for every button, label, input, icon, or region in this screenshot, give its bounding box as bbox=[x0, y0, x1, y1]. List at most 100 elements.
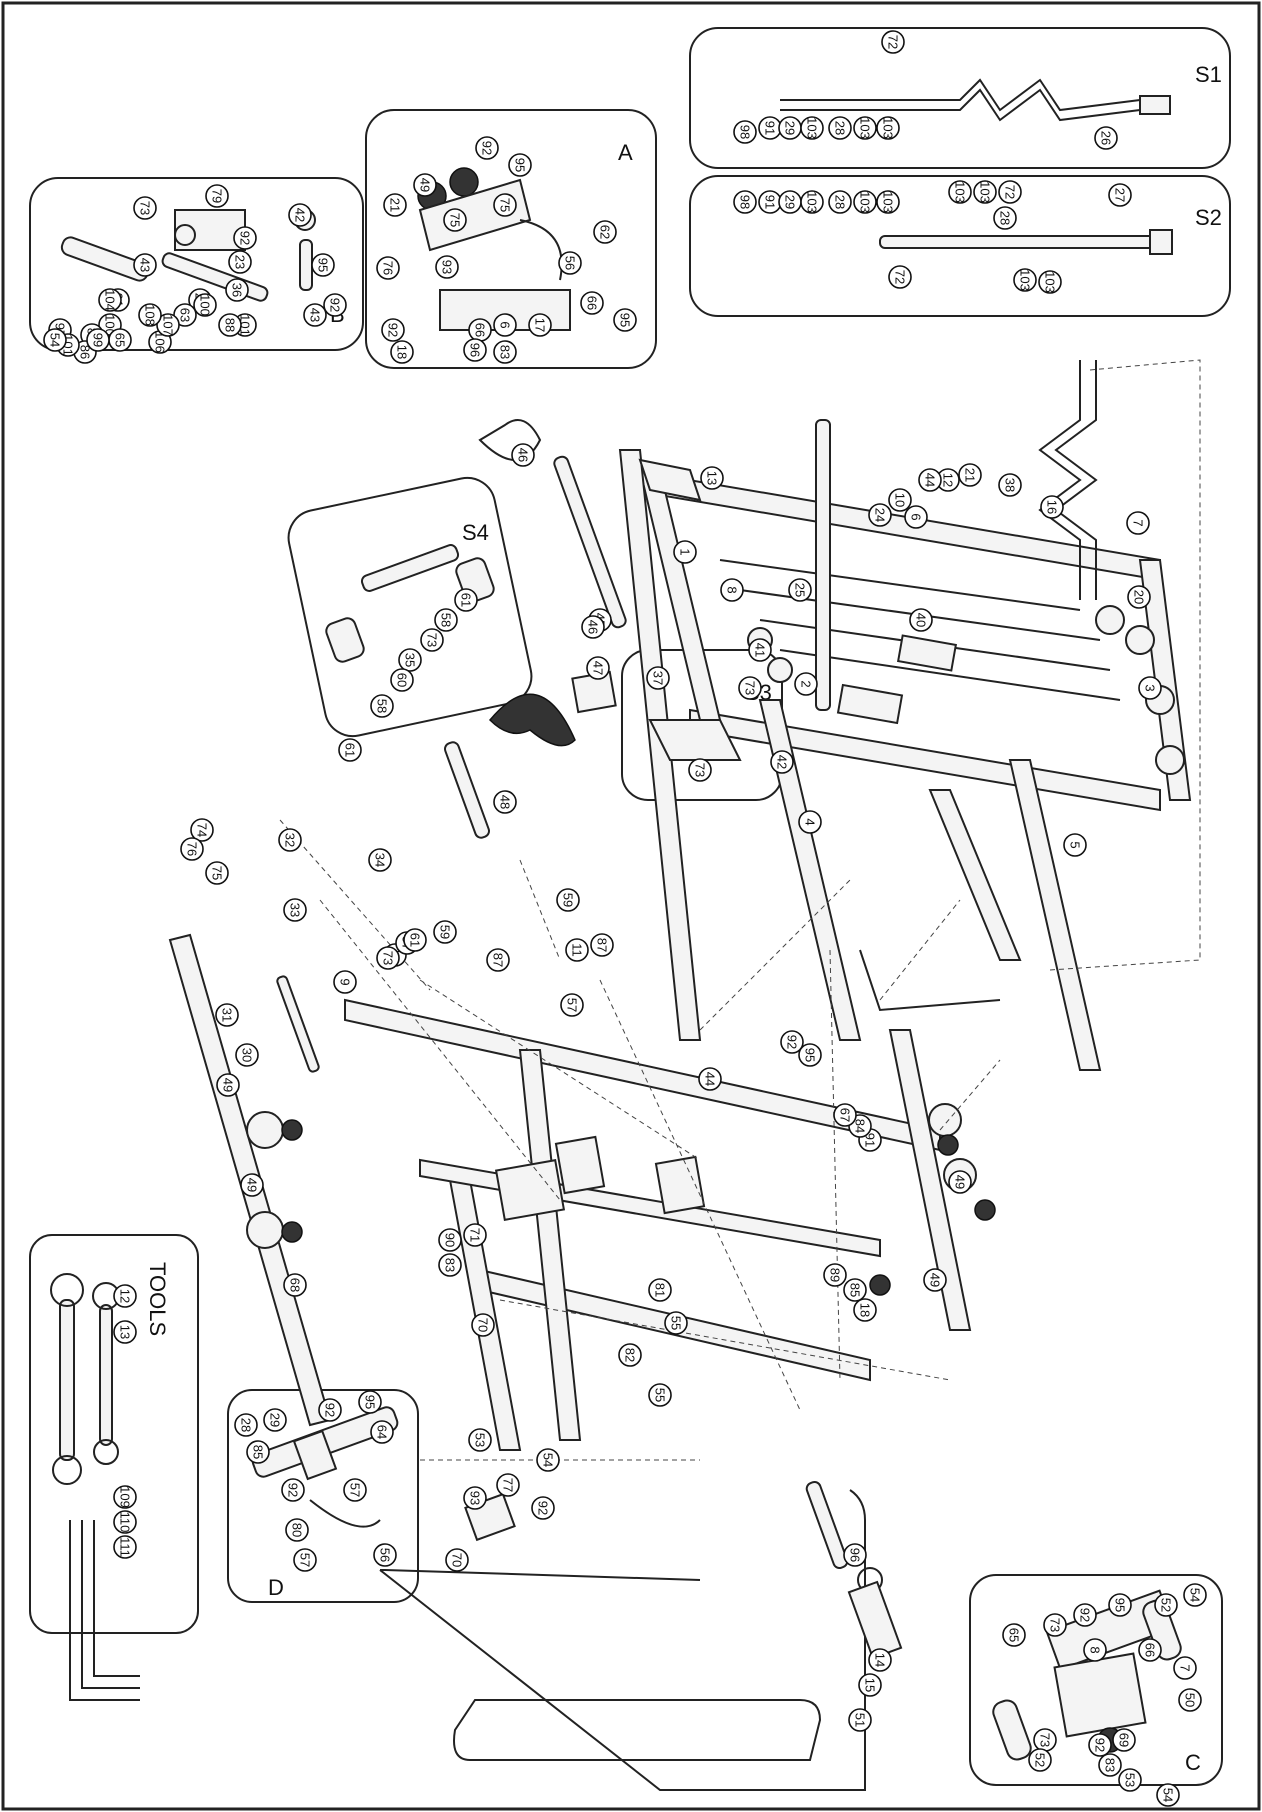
callout-c-54: 54 bbox=[1156, 1783, 1180, 1807]
callout-c-69: 69 bbox=[1112, 1728, 1136, 1752]
tools-hex-keys bbox=[69, 1520, 140, 1701]
svg-text:13: 13 bbox=[118, 1325, 133, 1339]
svg-text:82: 82 bbox=[623, 1348, 638, 1362]
svg-text:8: 8 bbox=[725, 586, 740, 593]
callout-s1-26: 26 bbox=[1094, 126, 1118, 150]
svg-text:49: 49 bbox=[418, 178, 433, 192]
callout-d-28: 28 bbox=[234, 1413, 258, 1437]
svg-text:76: 76 bbox=[381, 261, 396, 275]
callout-main-31: 31 bbox=[215, 1003, 239, 1027]
svg-text:93: 93 bbox=[468, 1491, 483, 1505]
callout-main-74: 74 bbox=[190, 818, 214, 842]
svg-text:108: 108 bbox=[143, 304, 158, 326]
callout-b-65: 65 bbox=[108, 328, 132, 352]
callout-a-75: 75 bbox=[493, 193, 517, 217]
callout-s2-72: 72 bbox=[998, 180, 1022, 204]
svg-text:58: 58 bbox=[375, 699, 390, 713]
svg-text:90: 90 bbox=[443, 1233, 458, 1247]
svg-text:66: 66 bbox=[473, 323, 488, 337]
svg-text:67: 67 bbox=[838, 1108, 853, 1122]
callout-main-30: 30 bbox=[235, 1043, 259, 1067]
svg-text:49: 49 bbox=[928, 1273, 943, 1287]
svg-text:103: 103 bbox=[805, 191, 820, 213]
svg-text:103: 103 bbox=[858, 191, 873, 213]
svg-text:28: 28 bbox=[833, 195, 848, 209]
callout-main-89: 89 bbox=[823, 1263, 847, 1287]
callout-s2-103: 103 bbox=[853, 190, 877, 214]
callout-main-40: 40 bbox=[909, 608, 933, 632]
svg-text:95: 95 bbox=[513, 158, 528, 172]
panel-detail-s4 bbox=[287, 476, 533, 738]
tools-wrenches bbox=[50, 1273, 120, 1485]
svg-text:92: 92 bbox=[386, 323, 401, 337]
callout-main-70: 70 bbox=[445, 1548, 469, 1572]
svg-text:44: 44 bbox=[923, 473, 938, 487]
svg-text:65: 65 bbox=[1007, 1628, 1022, 1642]
callout-tools-111: 111 bbox=[113, 1535, 137, 1559]
callout-b-107: 107 bbox=[156, 313, 180, 337]
svg-text:49: 49 bbox=[245, 1178, 260, 1192]
callout-main-77: 77 bbox=[496, 1473, 520, 1497]
svg-text:73: 73 bbox=[743, 681, 758, 695]
callout-main-11: 11 bbox=[565, 938, 589, 962]
callout-main-38: 38 bbox=[998, 473, 1022, 497]
callout-a-49: 49 bbox=[413, 173, 437, 197]
svg-text:35: 35 bbox=[403, 653, 418, 667]
callout-a-62: 62 bbox=[593, 220, 617, 244]
callout-main-49: 49 bbox=[923, 1268, 947, 1292]
callout-main-59: 59 bbox=[556, 888, 580, 912]
svg-text:95: 95 bbox=[316, 258, 331, 272]
svg-text:30: 30 bbox=[240, 1048, 255, 1062]
callout-main-13: 13 bbox=[700, 466, 724, 490]
callout-d-57: 57 bbox=[293, 1548, 317, 1572]
callout-main-8: 8 bbox=[720, 578, 744, 602]
callout-main-82: 82 bbox=[618, 1343, 642, 1367]
callout-main-81: 81 bbox=[648, 1278, 672, 1302]
detail-d-title: D bbox=[268, 1575, 284, 1600]
svg-text:14: 14 bbox=[873, 1653, 888, 1667]
svg-text:36: 36 bbox=[230, 283, 245, 297]
svg-text:81: 81 bbox=[653, 1283, 668, 1297]
svg-text:83: 83 bbox=[443, 1258, 458, 1272]
svg-text:89: 89 bbox=[828, 1268, 843, 1282]
callout-a-17: 17 bbox=[528, 313, 552, 337]
callout-tools-109: 109 bbox=[113, 1485, 137, 1509]
svg-text:34: 34 bbox=[373, 853, 388, 867]
svg-text:62: 62 bbox=[598, 225, 613, 239]
svg-text:61: 61 bbox=[459, 593, 474, 607]
svg-text:91: 91 bbox=[763, 195, 778, 209]
callout-main-95: 95 bbox=[798, 1043, 822, 1067]
svg-text:96: 96 bbox=[848, 1548, 863, 1562]
svg-text:95: 95 bbox=[363, 1395, 378, 1409]
svg-text:73: 73 bbox=[1038, 1733, 1053, 1747]
callout-s2-27: 27 bbox=[1108, 183, 1132, 207]
svg-text:37: 37 bbox=[651, 671, 666, 685]
svg-text:100: 100 bbox=[198, 294, 213, 316]
svg-text:86: 86 bbox=[78, 345, 93, 359]
svg-text:98: 98 bbox=[738, 125, 753, 139]
svg-text:56: 56 bbox=[563, 256, 578, 270]
svg-text:54: 54 bbox=[541, 1453, 556, 1467]
callout-b-92: 92 bbox=[323, 293, 347, 317]
callout-b-73: 73 bbox=[133, 196, 157, 220]
svg-text:57: 57 bbox=[348, 1483, 363, 1497]
callout-main-51: 51 bbox=[848, 1708, 872, 1732]
callout-main-46: 46 bbox=[581, 615, 605, 639]
svg-text:111: 111 bbox=[118, 1537, 133, 1557]
callout-c-92: 92 bbox=[1073, 1603, 1097, 1627]
svg-text:101: 101 bbox=[238, 314, 253, 336]
callout-b-36: 36 bbox=[225, 278, 249, 302]
callout-b-43: 43 bbox=[303, 303, 327, 327]
callout-s3-73: 73 bbox=[738, 676, 762, 700]
svg-text:28: 28 bbox=[239, 1418, 254, 1432]
svg-text:91: 91 bbox=[863, 1133, 878, 1147]
svg-text:68: 68 bbox=[288, 1278, 303, 1292]
callout-main-1: 1 bbox=[673, 540, 697, 564]
callout-main-32: 32 bbox=[278, 828, 302, 852]
callout-c-73: 73 bbox=[1043, 1613, 1067, 1637]
callout-b-79: 79 bbox=[205, 184, 229, 208]
svg-text:46: 46 bbox=[516, 448, 531, 462]
